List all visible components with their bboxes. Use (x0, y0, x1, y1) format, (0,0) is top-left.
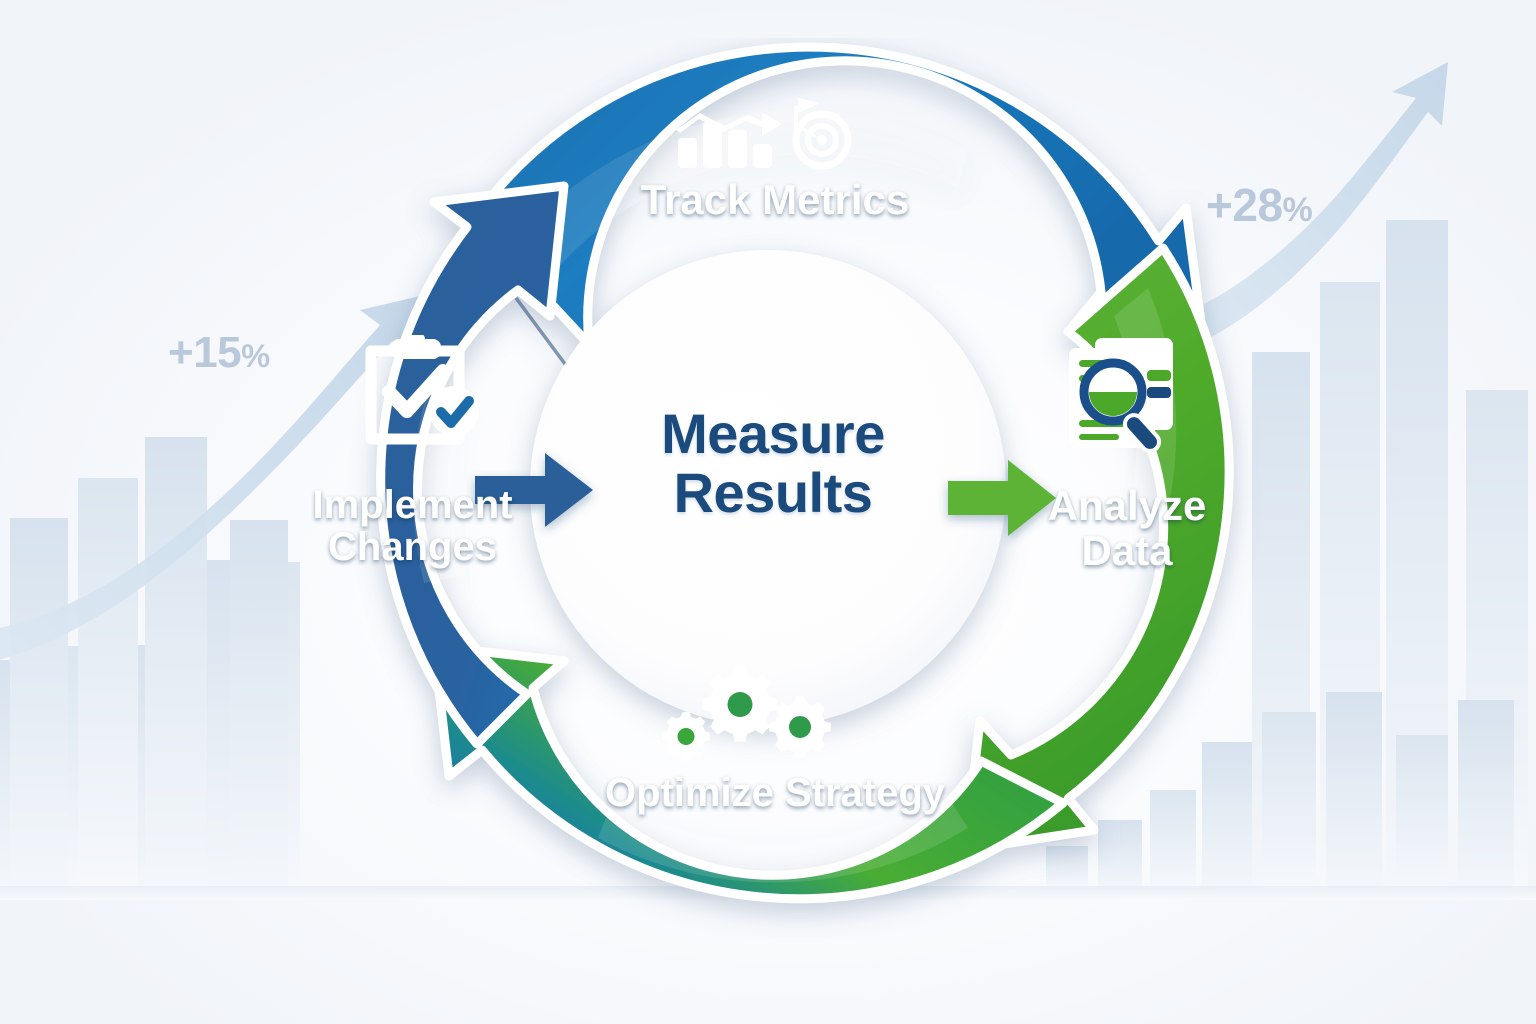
label-implement-changes: Implement Changes (285, 484, 540, 569)
bar-chart-target-icon (676, 98, 852, 170)
label-analyze-line1: Analyze (1047, 482, 1207, 529)
arrow-center-to-right (948, 460, 1056, 536)
label-implement-line2: Changes (328, 525, 497, 570)
document-magnifier-icon (1069, 338, 1173, 453)
gears-icon (662, 667, 831, 762)
clipboard-check-icon (365, 335, 479, 445)
center-title-line2: Results (673, 461, 873, 525)
label-implement-line1: Implement (312, 483, 513, 527)
stat-growth-left: +15% (168, 328, 270, 377)
inner-hub (530, 250, 1006, 726)
arc-optimize-strategy[interactable] (429, 641, 1068, 904)
arc-track-metrics[interactable] (468, 42, 1208, 349)
background-chart-right (1046, 62, 1528, 890)
label-track-metrics: Track Metrics (640, 176, 910, 223)
label-analyze-line2: Data (1081, 526, 1173, 574)
label-analyze-data: Analyze Data (1012, 482, 1242, 574)
center-title: Measure Results (608, 404, 938, 523)
pointer-line (514, 296, 570, 370)
center-title-line1: Measure (661, 402, 885, 465)
stat-growth-right: +28% (1206, 179, 1313, 231)
background-chart-left (0, 296, 420, 890)
label-optimize-strategy: Optimize Strategy (604, 771, 946, 815)
arrow-left-to-center (475, 453, 593, 527)
